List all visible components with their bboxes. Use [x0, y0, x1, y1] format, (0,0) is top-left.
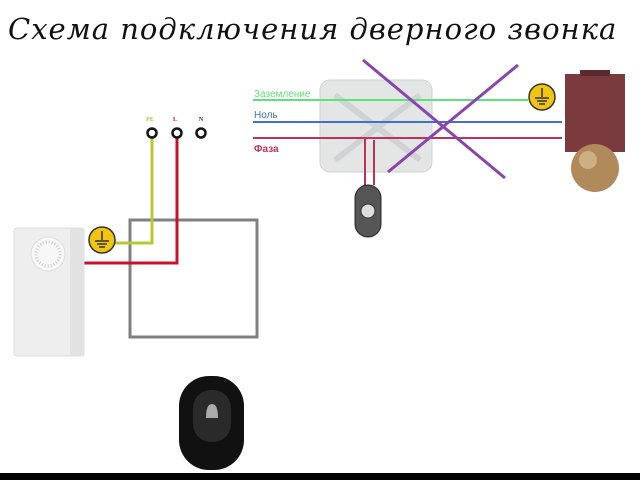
- pe-wire: [115, 135, 154, 245]
- mechanical-bell: [565, 70, 625, 192]
- wireless-doorbell-button: [179, 376, 244, 470]
- terminal-n: [195, 127, 207, 139]
- bell-icon: [206, 404, 218, 418]
- terminal-pe-label: PE: [146, 117, 154, 123]
- neutral-label: Ноль: [254, 110, 278, 121]
- bottom-letterbox-bar: [0, 473, 640, 480]
- cross-out-line: [362, 58, 506, 180]
- diagram-title: Схема подключения дверного звонка: [8, 12, 618, 46]
- terminal-l: [171, 127, 183, 139]
- electronic-doorbell-unit: [13, 227, 85, 357]
- l-wire: [84, 135, 179, 265]
- terminal-n-label: N: [199, 117, 204, 123]
- terminal-pe: [146, 127, 158, 139]
- old-scheme: Заземление Ноль Фаза: [253, 58, 625, 238]
- new-scheme: PE L N: [13, 117, 259, 470]
- wall-switch-box: [128, 218, 259, 339]
- ground-icon: [88, 226, 116, 254]
- cross-out-line: [387, 63, 519, 174]
- terminal-l-label: L: [173, 117, 177, 123]
- ground-label: Заземление: [254, 89, 311, 100]
- phase-label: Фаза: [254, 144, 279, 155]
- ground-icon: [528, 83, 556, 111]
